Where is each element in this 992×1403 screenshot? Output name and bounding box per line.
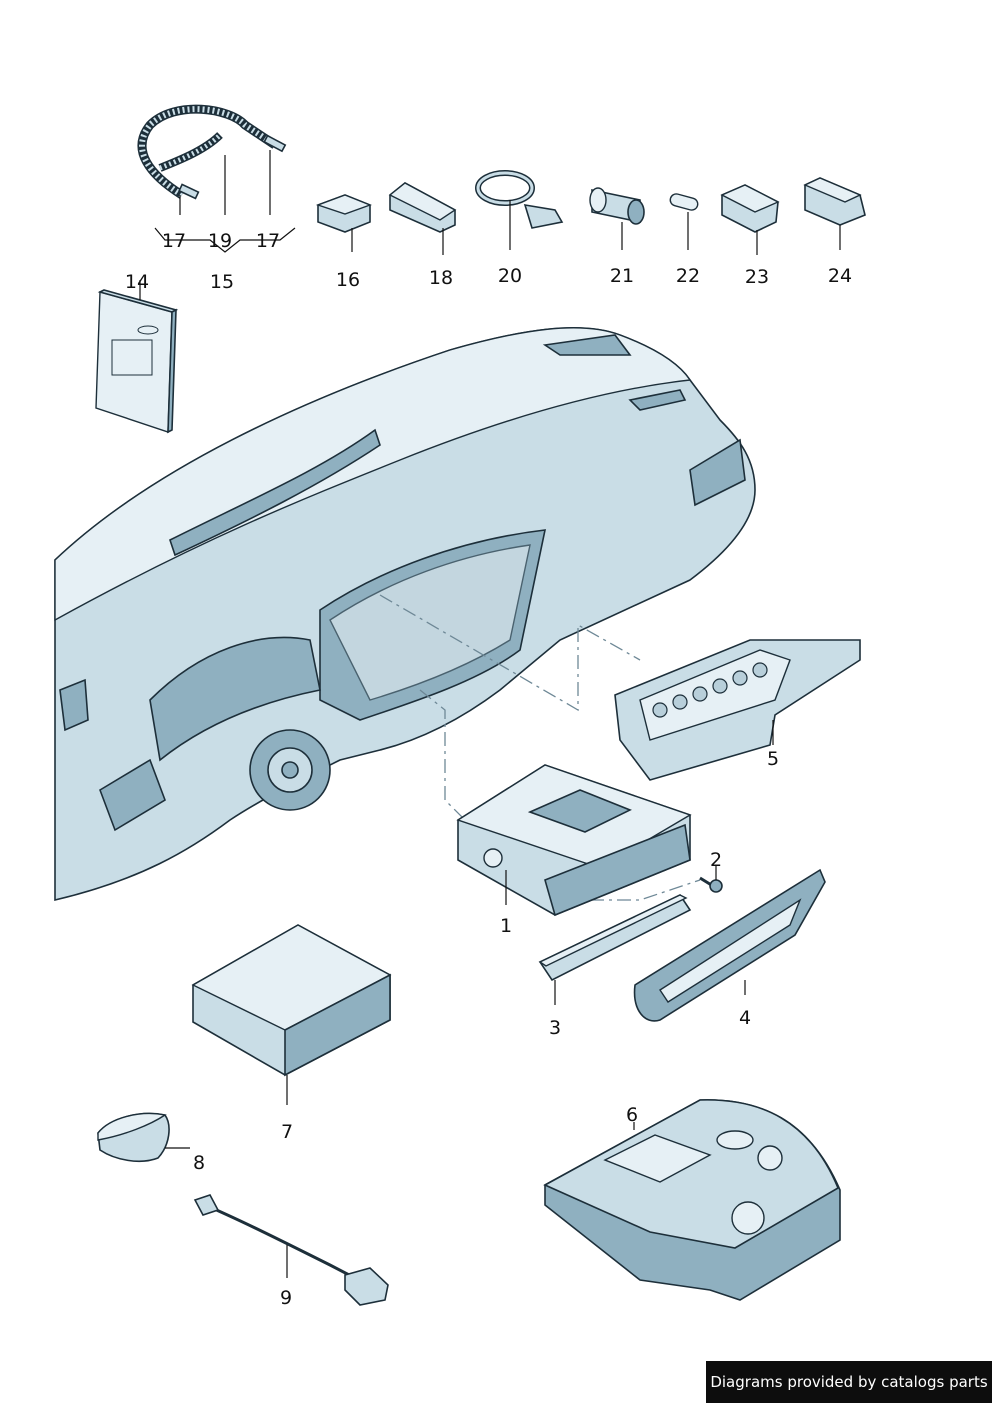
- callout-leaders-top: [154, 150, 296, 253]
- callout-14: 14: [124, 271, 150, 293]
- callout-23: 23: [744, 266, 770, 288]
- callout-4: 4: [738, 1007, 752, 1029]
- cable-9-part: [193, 1194, 389, 1306]
- switch-panel-3-part: [538, 893, 692, 1005]
- coiled-cable-part: [137, 104, 287, 200]
- callout-24: 24: [827, 265, 853, 287]
- callout-1: 1: [499, 915, 513, 937]
- callout-16: 16: [335, 269, 361, 291]
- callout-5: 5: [766, 748, 780, 770]
- connector-24-part: [803, 177, 866, 250]
- callout-3: 3: [548, 1017, 562, 1039]
- callout-17-right: 17: [255, 230, 281, 252]
- trim-frame-4-part: [633, 868, 826, 1022]
- callout-22: 22: [675, 265, 701, 287]
- attribution-footer: Diagrams provided by catalogs parts: [706, 1361, 992, 1403]
- callout-2: 2: [709, 849, 723, 871]
- callout-7: 7: [280, 1121, 294, 1143]
- callout-19: 19: [207, 230, 233, 252]
- dashboard-illustration: [54, 327, 756, 902]
- callout-18: 18: [428, 267, 454, 289]
- callout-17-left: 17: [161, 230, 187, 252]
- bracket-23-part: [720, 184, 780, 255]
- pin-22-part: [669, 193, 699, 250]
- ring-connector-20-part: [475, 170, 564, 250]
- screw-2-part: [699, 866, 723, 893]
- callout-15: 15: [209, 271, 235, 293]
- cylinder-21-part: [589, 187, 645, 250]
- center-console-6-part: [543, 1099, 841, 1301]
- callout-6: 6: [625, 1104, 639, 1126]
- callout-20: 20: [497, 265, 523, 287]
- callout-8: 8: [192, 1152, 206, 1174]
- callout-9: 9: [279, 1287, 293, 1309]
- unit-5-part: [614, 639, 861, 781]
- connector-16-part: [315, 194, 372, 252]
- control-box-7-part: [191, 924, 392, 1105]
- callout-21: 21: [609, 265, 635, 287]
- connector-18-part: [388, 182, 457, 255]
- antenna-8-part: [97, 1112, 190, 1162]
- radio-unit-1-part: [456, 764, 692, 917]
- manual-booklet-part: [95, 280, 179, 434]
